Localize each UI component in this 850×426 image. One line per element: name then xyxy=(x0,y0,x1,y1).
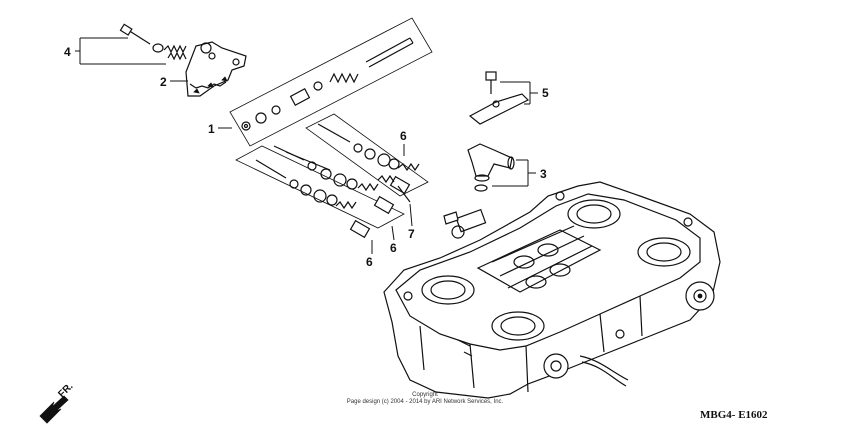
callout-6-top: 6 xyxy=(400,129,407,143)
front-direction-arrow-icon xyxy=(39,395,69,424)
part-3-elbow-fitting[interactable] xyxy=(467,143,515,192)
part-6-kit-upper[interactable] xyxy=(305,113,429,197)
callout-2: 2 xyxy=(160,75,167,89)
callout-1: 1 xyxy=(208,122,215,136)
callout-7: 7 xyxy=(408,227,415,241)
part-5-bolt-bracket[interactable] xyxy=(468,71,530,125)
copyright-line-2: Page design (c) 2004 - 2014 by ARI Netwo… xyxy=(347,399,504,405)
part-1-kit[interactable] xyxy=(229,17,433,147)
throttle-body-assembly[interactable] xyxy=(383,181,721,399)
callout-5: 5 xyxy=(542,86,549,100)
part-2-bracket[interactable] xyxy=(185,41,247,97)
callout-3: 3 xyxy=(540,167,547,181)
diagram-code: MBG4- E1602 xyxy=(700,409,768,421)
front-direction-label: FR. xyxy=(56,381,75,400)
callout-4: 4 xyxy=(64,45,71,59)
leader-lines xyxy=(75,37,538,254)
copyright-line-1: Copyright xyxy=(412,392,438,398)
part-4-bolt-spring[interactable] xyxy=(119,23,187,61)
callout-6-middle: 6 xyxy=(390,241,397,255)
part-6-kit-lower[interactable] xyxy=(235,145,411,239)
callout-6-lower: 6 xyxy=(366,255,373,269)
